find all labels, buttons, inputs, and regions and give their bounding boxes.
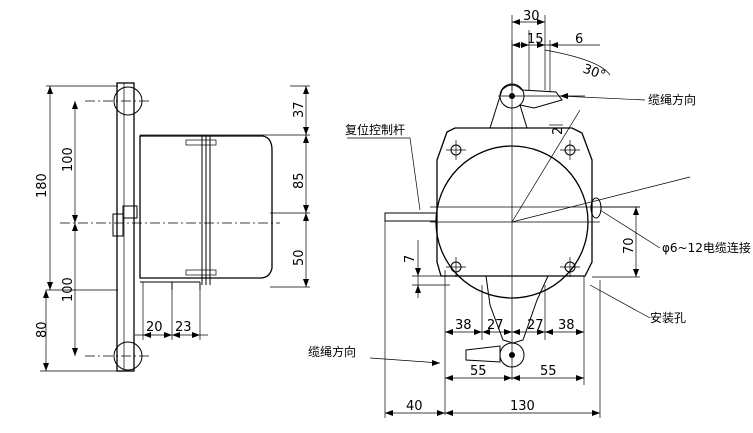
dim-80: 80 <box>35 321 50 338</box>
dim-55-right: 55 <box>540 364 557 379</box>
dim-7: 7 <box>403 255 418 263</box>
cable-entry <box>590 197 602 219</box>
dim-38-right: 38 <box>558 318 575 333</box>
label-cable-direction-top: 缆绳方向 <box>648 92 696 107</box>
dim-50: 50 <box>292 249 307 266</box>
dim-100-upper: 100 <box>61 147 76 172</box>
front-view: 30 15 6 30° 2 70 7 <box>347 9 691 418</box>
side-view: 180 100 100 80 37 85 50 <box>35 82 310 372</box>
dim-40: 40 <box>406 399 423 414</box>
bracket <box>112 213 124 237</box>
dim-27-left: 27 <box>487 318 504 333</box>
dim-angle-30: 30° <box>581 62 608 84</box>
label-cable-entry: φ6~12电缆连接 <box>662 240 751 255</box>
housing-body <box>139 135 273 279</box>
dim-20: 20 <box>146 320 163 335</box>
label-mount-hole: 安装孔 <box>650 310 686 325</box>
dim-100-lower: 100 <box>61 277 76 302</box>
front-housing <box>436 127 593 277</box>
dim-38-left: 38 <box>455 318 472 333</box>
dim-130: 130 <box>510 399 535 414</box>
mounting-plate <box>116 82 135 372</box>
dim-180: 180 <box>35 173 50 198</box>
top-pulley-arm <box>489 84 563 129</box>
dim-55-left: 55 <box>470 364 487 379</box>
dim-30: 30 <box>523 9 540 24</box>
label-reset-lever: 复位控制杆 <box>345 122 405 137</box>
label-cable-direction-bottom: 缆绳方向 <box>308 344 356 359</box>
dim-85: 85 <box>292 172 307 189</box>
dim-70: 70 <box>622 237 637 254</box>
dim-6: 6 <box>575 32 583 47</box>
dim-27-right: 27 <box>527 318 544 333</box>
dim-2: 2 <box>551 127 566 135</box>
reset-lever <box>384 212 438 222</box>
dim-23: 23 <box>175 320 192 335</box>
dim-37: 37 <box>292 101 307 118</box>
